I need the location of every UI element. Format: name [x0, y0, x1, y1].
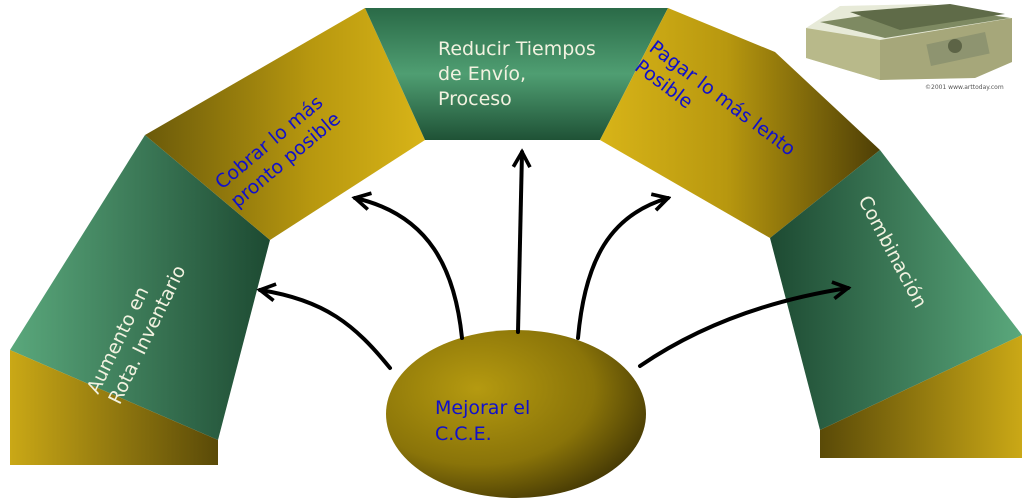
- segment-inventario-shape: [10, 135, 270, 440]
- segment-reducir-label-3: Proceso: [438, 88, 512, 110]
- segment-inventario-base: [10, 350, 218, 465]
- segment-combinacion-shape: [770, 150, 1022, 430]
- arrow-to-inventario: [260, 290, 392, 370]
- center-label-1: Mejorar el: [435, 397, 530, 419]
- segment-pagar-shape: [600, 8, 880, 238]
- arrow-to-pagar: [576, 198, 668, 340]
- segment-reducir-label-1: Reducir Tiempos: [438, 38, 596, 60]
- center-label-2: C.C.E.: [435, 423, 492, 445]
- arrow-to-reducir: [518, 152, 522, 334]
- segment-reducir-shape: [365, 8, 668, 140]
- segment-reducir-label-2: de Envío,: [438, 63, 526, 85]
- arrow-to-combinacion: [638, 288, 848, 368]
- segment-cobrar-shape: [145, 8, 425, 240]
- money-stack-icon: ©2001 www.arttoday.com: [806, 4, 1012, 91]
- image-copyright: ©2001 www.arttoday.com: [925, 84, 1004, 91]
- arrow-to-cobrar: [355, 198, 464, 340]
- center-ellipse: [386, 330, 646, 498]
- segment-combinacion-base: [820, 335, 1022, 458]
